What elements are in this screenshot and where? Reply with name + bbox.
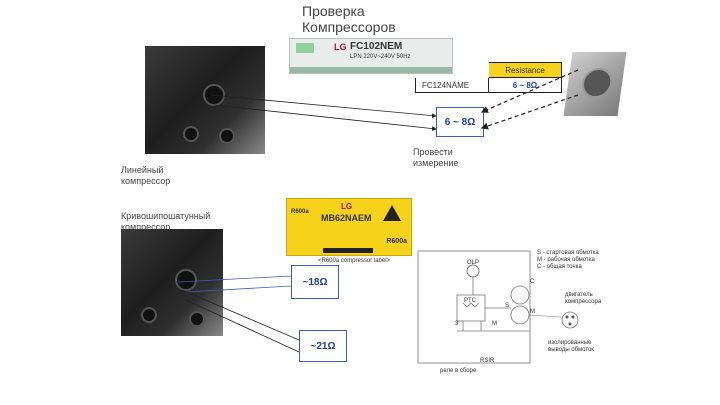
schematic-node-3: 3 [455,321,459,327]
wiring-schematic [417,250,579,364]
legend-s: S - стартовая обмотка [537,250,599,256]
schematic-node-m: M [492,321,497,327]
linear-caption-line-1: Линейный [121,165,164,175]
schematic-ptc-label: PTC [464,298,476,304]
legend-m: M - рабочая обмотка [537,257,595,263]
label-bottom-caption: <R600a compressor label> [318,258,391,264]
schematic-code: RSIR [480,358,495,364]
legend-c: C - общая точка [537,264,582,270]
terminals-label: изолированные выводы обмоток [548,340,594,354]
crank-compressor-photo [121,229,223,336]
label-bottom-corner-right: R600a [386,238,407,245]
schematic-legend: S - стартовая обмотка M - рабочая обмотк… [537,250,599,271]
table-cell-value: 6 ~ 8Ω [488,77,562,93]
measure-caption-line-2: измерение [413,158,459,168]
terminals-label-line-2: выводы обмоток [548,347,594,353]
reading-box-1: ~18Ω [291,265,339,299]
measure-caption-line-1: Провести [413,147,453,157]
motor-label-line-1: двигатель [565,292,593,298]
reading-box-2: ~21Ω [299,330,347,362]
title-line-1: Проверка [302,3,365,19]
schematic-relay-label: реле в сборе [440,368,477,374]
schematic-olp-label: OLP [467,260,480,266]
motor-label-line-2: компрессора [565,299,602,305]
schematic-s-label: S [505,303,510,309]
label-top-sub: LPN 220V~240V 50Hz [350,54,411,60]
page-title: Проверка Компрессоров [302,3,396,35]
crank-caption-line-1: Кривошипошатунный [121,211,211,221]
linear-caption-line-2: компрессор [121,176,171,186]
crank-caption-line-2: компрессор [121,222,171,232]
label-bottom-corner-left: R600a [291,209,309,215]
linear-compressor-caption: Линейный компрессор [121,165,170,187]
label-bottom-brand: LG [341,202,353,211]
label-top-brand: LG [334,42,347,52]
resistance-table: Resistance FC124NAME 6 ~ 8Ω [415,62,562,93]
terminals-label-line-1: изолированные [548,340,592,346]
schematic-c-label: C [530,279,535,285]
label-top-model: FC102NEM [350,41,403,52]
compressor-label-top: LG FC102NEM LPN 220V~240V 50Hz [289,38,453,74]
label-bottom-model: MB62NAEM [321,213,372,223]
measurement-box: 6 ~ 8Ω [436,107,484,137]
compressor-label-bottom: R600a LG MB62NAEM R600a [286,198,412,256]
title-line-2: Компрессоров [302,19,396,35]
crank-compressor-caption: Кривошипошатунный компрессор [121,211,210,233]
flammable-warning-icon [383,205,401,221]
linear-compressor-photo [145,46,265,154]
motor-label: двигатель компрессора [565,292,601,306]
measure-caption: Провести измерение [413,147,458,169]
schematic-m-label: M [530,309,535,315]
